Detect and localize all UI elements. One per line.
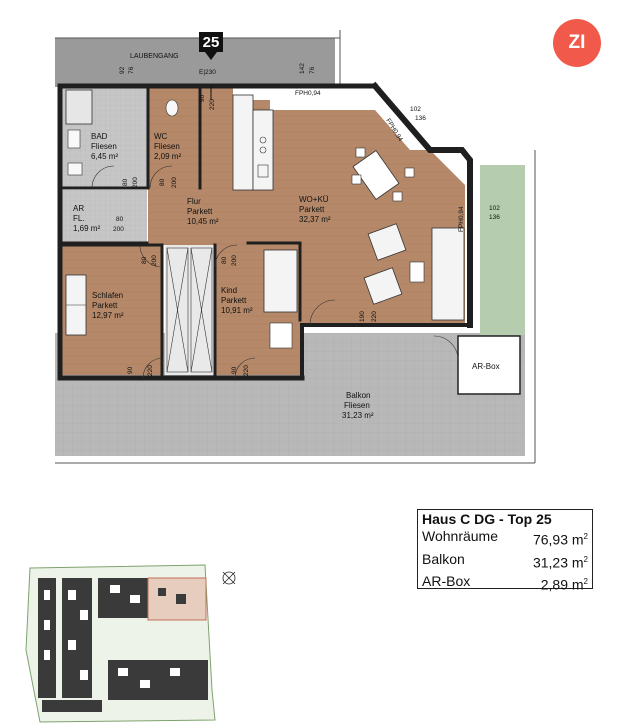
info-value: 76,93 m2 — [532, 531, 588, 548]
kitchen-counter — [252, 109, 274, 191]
svg-text:136: 136 — [489, 214, 500, 221]
north-arrow-icon — [222, 571, 236, 585]
balkon-name: Balkon — [346, 391, 370, 400]
bad-name: BAD — [91, 132, 108, 141]
room-labels: BAD Fliesen 6,45 m² WC Fliesen 2,09 m² A… — [73, 132, 374, 420]
side-table — [409, 261, 425, 283]
svg-text:80: 80 — [159, 178, 166, 186]
svg-text:220: 220 — [243, 365, 250, 376]
info-label: Balkon — [422, 550, 465, 567]
kind-area: 10,91 m² — [221, 306, 253, 315]
info-row-wohnraeume: Wohnräume 76,93 m2 — [422, 527, 588, 550]
schlafen-floor-label: Parkett — [92, 301, 118, 310]
unit-number-badge: 25 — [199, 32, 223, 60]
wokue-floor — [233, 100, 465, 325]
info-value: 2,89 m2 — [540, 576, 588, 593]
logo-badge: ZI — [553, 19, 601, 67]
svg-text:90: 90 — [231, 366, 238, 374]
wc-name: WC — [154, 132, 168, 141]
toilet — [165, 99, 179, 117]
svg-text:E|230: E|230 — [199, 69, 216, 76]
ar-area: 1,69 m² — [73, 224, 100, 233]
sofa — [431, 227, 465, 321]
svg-text:220: 220 — [371, 311, 378, 322]
wokue-area: 32,37 m² — [299, 215, 331, 224]
svg-text:76: 76 — [309, 66, 316, 74]
site-plan-thumbnail — [25, 564, 216, 723]
svg-text:200: 200 — [171, 177, 178, 188]
arbox-room — [457, 335, 521, 395]
svg-text:142: 142 — [299, 63, 306, 74]
info-row-balkon: Balkon 31,23 m2 — [422, 550, 588, 573]
washbasin — [67, 129, 81, 149]
kind-name: Kind — [221, 286, 237, 295]
schlafen-name: Schlafen — [92, 291, 123, 300]
dining-table — [351, 147, 415, 202]
svg-text:190: 190 — [359, 311, 366, 322]
wokue-floor-label: Parkett — [299, 205, 325, 214]
ar-floor — [62, 190, 147, 242]
kind-desk — [269, 322, 293, 349]
svg-text:92: 92 — [119, 66, 126, 74]
unit-info-box: Haus C DG - Top 25 Wohnräume 76,93 m2 Ba… — [417, 509, 593, 593]
svg-text:90: 90 — [127, 366, 134, 374]
bad-floor-label: Fliesen — [91, 142, 117, 151]
svg-text:80: 80 — [141, 256, 148, 264]
info-label: Wohnräume — [422, 528, 499, 544]
info-label: AR-Box — [422, 573, 471, 590]
info-row-arbox: AR-Box 2,89 m2 — [422, 572, 588, 595]
kind-floor-label: Parkett — [221, 296, 247, 305]
svg-text:80: 80 — [116, 216, 124, 223]
svg-text:FPH0,94: FPH0,94 — [458, 206, 465, 232]
kitchen-counter-left — [232, 94, 254, 191]
svg-text:80: 80 — [122, 178, 129, 186]
walls — [57, 81, 473, 381]
wardrobe — [165, 245, 215, 375]
wokue-name: WO+KÜ — [299, 195, 329, 204]
balkon-floor-label: Fliesen — [344, 401, 370, 410]
door-swings — [91, 165, 336, 379]
arbox-label: AR-Box — [472, 362, 500, 371]
ar-name: AR — [73, 204, 84, 213]
kind-bed — [263, 249, 298, 313]
wc-area: 2,09 m² — [154, 152, 181, 161]
wardrobe-symbol — [166, 247, 213, 373]
svg-text:102: 102 — [410, 106, 421, 113]
svg-text:FPH0,94: FPH0,94 — [295, 90, 321, 97]
planter-green — [480, 165, 525, 335]
bathtub — [65, 89, 93, 125]
ar-floor-label: FL. — [73, 214, 85, 223]
unit-info-title: Haus C DG - Top 25 — [422, 511, 552, 527]
svg-text:200: 200 — [151, 255, 158, 266]
flur-name: Flur — [187, 197, 201, 206]
svg-text:102: 102 — [489, 205, 500, 212]
svg-text:136: 136 — [415, 115, 426, 122]
svg-text:80: 80 — [221, 256, 228, 264]
flur-floor-label: Parkett — [187, 207, 213, 216]
flur-area: 10,45 m² — [187, 217, 219, 226]
schlafen-area: 12,97 m² — [92, 311, 124, 320]
armchair-1 — [367, 223, 407, 261]
svg-text:76: 76 — [128, 66, 135, 74]
wc-floor-label: Fliesen — [154, 142, 180, 151]
info-value: 31,23 m2 — [532, 554, 588, 571]
svg-text:200: 200 — [231, 255, 238, 266]
svg-text:220: 220 — [147, 365, 154, 376]
balkon-area: 31,23 m² — [342, 411, 374, 420]
svg-text:220: 220 — [209, 99, 216, 110]
svg-text:90: 90 — [199, 94, 206, 102]
laubengang-area — [55, 38, 335, 87]
svg-text:200: 200 — [113, 226, 124, 233]
laubengang-label: LAUBENGANG — [130, 53, 179, 60]
washing-machine — [67, 162, 83, 176]
svg-text:200: 200 — [132, 177, 139, 188]
armchair-2 — [363, 267, 403, 305]
bad-area: 6,45 m² — [91, 152, 118, 161]
